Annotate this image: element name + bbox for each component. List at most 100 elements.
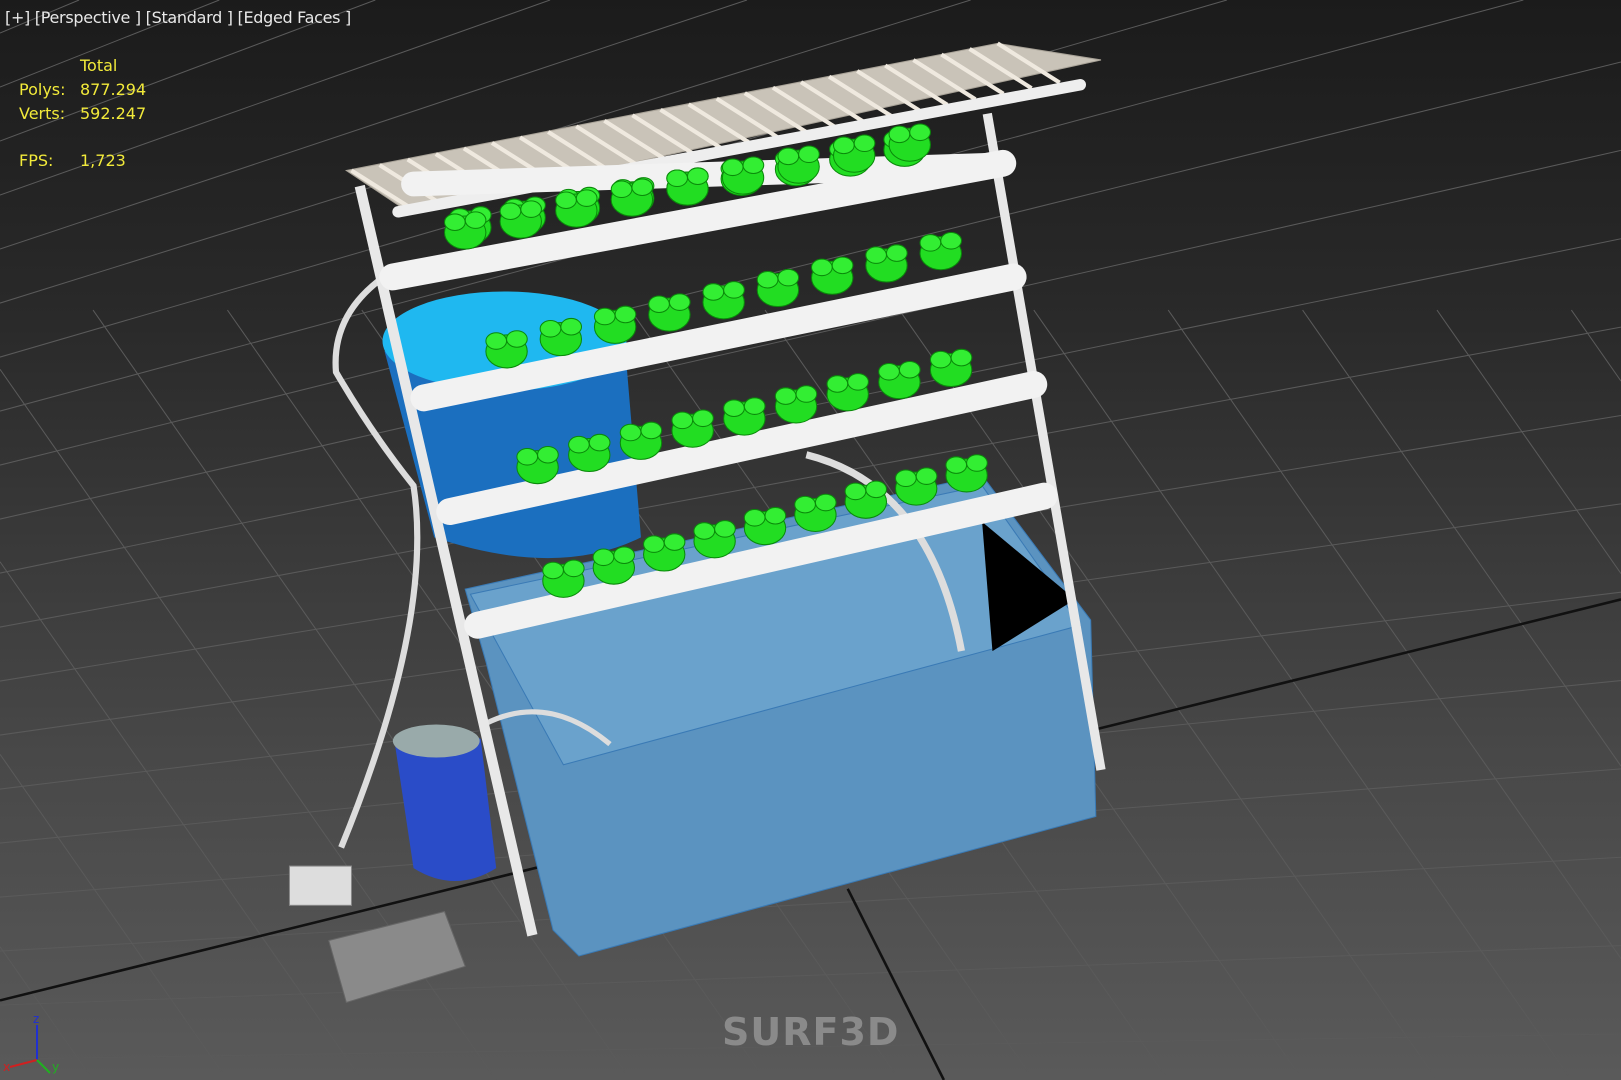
grow-pipe [410, 263, 1027, 412]
plant-leaf [895, 469, 917, 488]
plant [666, 167, 709, 206]
plant-leaf [795, 385, 818, 403]
plant-leaf [777, 147, 800, 166]
plant-leaf [686, 167, 709, 185]
statistics-overlay: Total Polys:877.294 Verts:592.247 FPS:1,… [19, 54, 146, 173]
plant [895, 467, 938, 506]
plant-leaf [909, 123, 931, 142]
grid-line [0, 0, 551, 196]
plant-leaf [811, 258, 833, 277]
plant-leaf [764, 506, 787, 525]
filter-lid [392, 724, 480, 758]
roof-rib [575, 124, 640, 168]
plant [844, 480, 888, 519]
plant-leaf [520, 200, 542, 218]
roof-rib [996, 41, 1061, 85]
verts-value: 592.247 [80, 104, 147, 123]
fps-label: FPS: [19, 151, 54, 170]
roof-rib [743, 91, 808, 135]
plant [671, 409, 714, 448]
roof-rib [603, 119, 668, 162]
viewport-plus-menu[interactable]: [+] [5, 8, 30, 27]
plant [610, 178, 654, 217]
grid-line [0, 561, 363, 1080]
plant-leaf [919, 234, 942, 252]
plant-leaf [723, 281, 745, 299]
hydroponic-model[interactable] [288, 41, 1106, 1004]
plant-leaf [568, 435, 590, 454]
plant [929, 348, 973, 388]
hose [484, 709, 612, 747]
viewport-shading-menu[interactable]: [Standard ] [145, 8, 233, 27]
grid-line [0, 1033, 1621, 1060]
plant [542, 559, 585, 598]
viewport-label-menu: [+] [Perspective ] [Standard ] [Edged Fa… [5, 8, 351, 27]
plant-leaf [539, 319, 562, 338]
plant-leaf [756, 270, 779, 289]
plant-leaf [794, 495, 816, 514]
growing-pipes [379, 123, 1058, 639]
plant [919, 232, 962, 271]
plant-leaf [693, 522, 716, 540]
plant-leaf [560, 317, 583, 336]
plant-leaf [444, 213, 466, 231]
plant [648, 293, 691, 332]
plant [643, 533, 686, 572]
plant-leaf [575, 189, 598, 207]
plant-leaf [666, 169, 688, 188]
plant-leaf [798, 145, 820, 164]
grid-line [1302, 309, 1621, 767]
plant-leaf [742, 156, 765, 175]
grow-pipe [436, 371, 1048, 526]
plant-leaf [485, 332, 508, 350]
plant [945, 454, 988, 493]
plant [485, 330, 528, 369]
plant-leaf [945, 456, 968, 474]
viewport-view-menu[interactable]: [Perspective ] [34, 8, 141, 27]
polys-label: Polys: [19, 80, 66, 99]
plant-leaf [853, 134, 876, 153]
roof-rib [547, 130, 612, 173]
viewport-mode-menu[interactable]: [Edged Faces ] [237, 8, 352, 27]
plant-leaf [723, 399, 745, 418]
plant [693, 520, 736, 559]
watermark: SURF3D [722, 1010, 900, 1054]
grid-line [0, 0, 220, 88]
plant-leaf [619, 423, 642, 442]
plant-leaf [499, 202, 522, 221]
plant [539, 317, 583, 357]
plant-leaf [865, 246, 888, 264]
plant [619, 421, 663, 460]
plant [568, 433, 611, 473]
frame-pole-right [982, 112, 1106, 771]
plant [721, 156, 765, 195]
grow-pipe [379, 149, 1017, 291]
grid-line [0, 0, 376, 142]
grid-line [0, 326, 1621, 628]
plant [444, 211, 487, 250]
plant-leaf [614, 305, 637, 324]
plant-leaf [562, 559, 585, 578]
plant-leaf [929, 350, 952, 369]
plant-leaf [537, 445, 559, 464]
roof-rib [687, 102, 752, 146]
plant [777, 145, 820, 184]
grid-axis-y [846, 888, 946, 1080]
grow-pipe [464, 482, 1058, 639]
roof-rib [912, 58, 977, 102]
plant-leaf [865, 480, 888, 499]
grid-line [0, 61, 1621, 466]
roof-rib [799, 80, 865, 124]
plant [702, 281, 745, 320]
fps-value: 1,723 [80, 151, 126, 170]
plant-leaf [721, 158, 744, 177]
axis-y-label: y [52, 1060, 59, 1074]
filter-cylinder [394, 727, 497, 882]
roof-rib [771, 85, 837, 129]
plant-leaf [464, 211, 487, 229]
plant [888, 123, 931, 162]
plant-leaf [648, 295, 670, 314]
plant-leaf [888, 125, 911, 144]
